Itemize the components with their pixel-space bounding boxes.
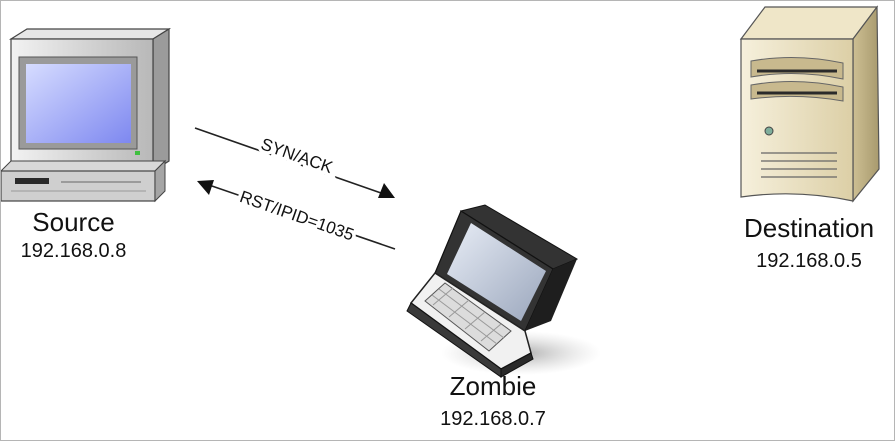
- syn-ack-arrow: SYN/ACK: [194, 127, 395, 198]
- source-ip: 192.168.0.8: [20, 240, 127, 262]
- server-icon: [739, 5, 880, 203]
- rst-ipid-arrow: RST/IPID=1035: [197, 180, 396, 250]
- destination-node-label: Destination 192.168.0.5: [723, 213, 894, 273]
- destination-ip: 192.168.0.5: [756, 250, 862, 272]
- zombie-node-label: Zombie 192.168.0.7: [413, 371, 573, 431]
- source-name: Source: [32, 207, 115, 237]
- desktop-computer-icon: [1, 27, 172, 203]
- syn-ack-label: SYN/ACK: [258, 135, 335, 178]
- source-node-label: Source 192.168.0.8: [1, 207, 146, 263]
- rst-ipid-label: RST/IPID=1035: [237, 187, 356, 244]
- destination-name: Destination: [743, 213, 875, 243]
- zombie-ip: 192.168.0.7: [440, 408, 546, 430]
- laptop-icon: [406, 204, 601, 378]
- zombie-name: Zombie: [449, 371, 537, 401]
